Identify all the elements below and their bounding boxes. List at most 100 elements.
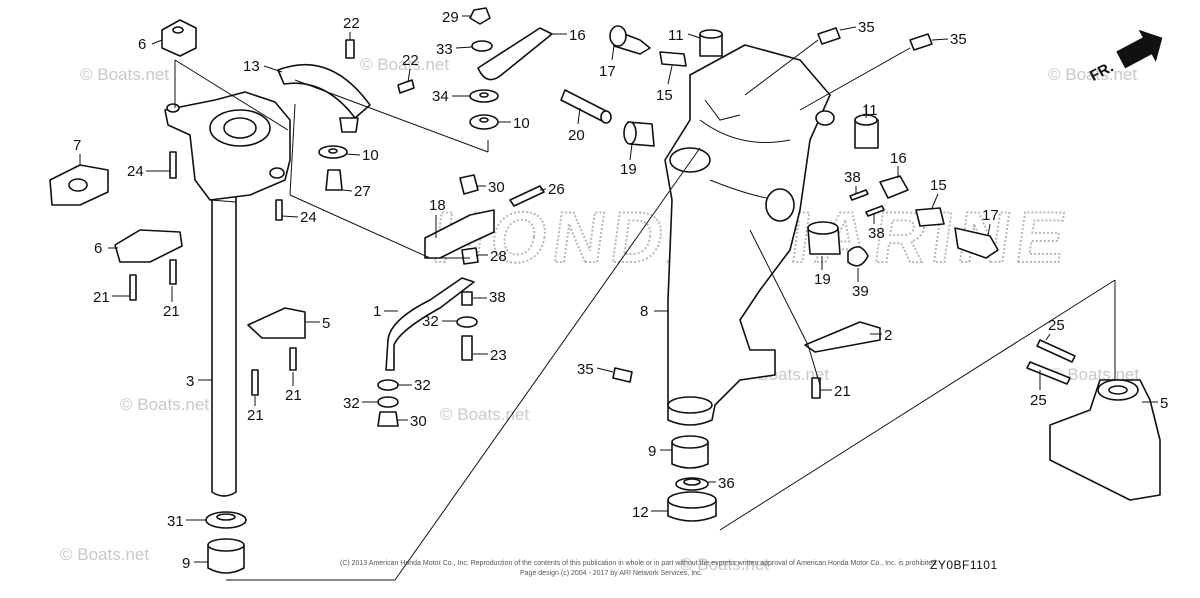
grease-nipple bbox=[909, 33, 933, 51]
linkage-group bbox=[377, 7, 553, 427]
spacer bbox=[461, 291, 473, 306]
callout-number: 19 bbox=[620, 161, 637, 178]
nut bbox=[461, 247, 479, 265]
nut bbox=[377, 411, 399, 427]
callout-number: 38 bbox=[844, 169, 861, 186]
bolt bbox=[129, 274, 137, 301]
callout-number: 39 bbox=[852, 283, 869, 300]
bolt bbox=[169, 151, 177, 179]
retaining-clip bbox=[847, 246, 869, 267]
watermark-text: © Boats.net bbox=[360, 55, 449, 74]
callout-number: 30 bbox=[488, 179, 505, 196]
bushing-seat bbox=[815, 110, 835, 126]
callout-layer: 6 7 24 13 22 22 10 27 24 6 21 21 5 3 21 … bbox=[73, 9, 1168, 572]
callout-number: 22 bbox=[402, 52, 419, 69]
watermark-layer: © Boats.net © Boats.net © Boats.net © Bo… bbox=[60, 55, 1139, 574]
curved-bracket bbox=[277, 63, 371, 119]
callout-number: 27 bbox=[354, 183, 371, 200]
callout-number: 5 bbox=[1160, 395, 1168, 412]
callout-number: 21 bbox=[285, 387, 302, 404]
grease-nipple bbox=[612, 367, 633, 383]
washer bbox=[471, 40, 493, 52]
lock-block bbox=[161, 19, 197, 57]
callout-number: 11 bbox=[668, 27, 684, 44]
steering-bracket bbox=[1049, 379, 1161, 501]
callout-number: 26 bbox=[548, 181, 565, 198]
bolt bbox=[1036, 339, 1076, 363]
callout-number: 32 bbox=[343, 395, 360, 412]
callout-number: 17 bbox=[982, 207, 999, 224]
callout-number: 19 bbox=[814, 271, 831, 288]
callout-number: 15 bbox=[656, 87, 673, 104]
bolt bbox=[289, 347, 297, 371]
callout-number: 35 bbox=[950, 31, 967, 48]
bolt bbox=[275, 199, 283, 221]
watermark-text: © Boats.net bbox=[120, 395, 209, 414]
callout-number: 16 bbox=[890, 150, 907, 167]
callout-number: 15 bbox=[930, 177, 947, 194]
callout-number: 8 bbox=[640, 303, 648, 320]
callout-number: 25 bbox=[1048, 317, 1065, 334]
bolt bbox=[1026, 361, 1071, 385]
washer bbox=[377, 396, 399, 408]
washer bbox=[456, 316, 478, 328]
callout-number: 24 bbox=[127, 163, 144, 180]
shaft-bore bbox=[669, 147, 711, 173]
link-rod bbox=[385, 277, 475, 371]
callout-number: 10 bbox=[362, 147, 379, 164]
callout-number: 28 bbox=[490, 248, 507, 265]
callout-number: 35 bbox=[577, 361, 594, 378]
callout-number: 30 bbox=[410, 413, 427, 430]
callout-number: 13 bbox=[243, 58, 260, 75]
bolt bbox=[509, 185, 545, 207]
callout-number: 25 bbox=[1030, 392, 1047, 409]
callout-number: 18 bbox=[429, 197, 446, 214]
callout-number: 21 bbox=[93, 289, 110, 306]
washer bbox=[377, 379, 399, 391]
callout-number: 20 bbox=[568, 127, 585, 144]
callout-number: 2 bbox=[884, 327, 892, 344]
callout-number: 9 bbox=[182, 555, 190, 572]
nut bbox=[469, 7, 491, 25]
footer: (C) 2013 American Honda Motor Co., Inc. … bbox=[340, 558, 997, 577]
watermark-text: © Boats.net bbox=[1048, 65, 1137, 84]
callout-number: 3 bbox=[186, 373, 194, 390]
copyright-line: Page design (c) 2004 - 2017 by ARI Netwo… bbox=[520, 570, 703, 577]
callout-number: 32 bbox=[422, 313, 439, 330]
bracket-plate bbox=[247, 307, 306, 339]
watermark-text: © Boats.net bbox=[440, 405, 529, 424]
steering-shaft bbox=[211, 194, 237, 497]
watermark-text: © Boats.net bbox=[80, 65, 169, 84]
callout-number: 1 bbox=[373, 303, 381, 320]
callout-number: 7 bbox=[73, 137, 81, 154]
bolt bbox=[345, 39, 355, 59]
callout-number: 38 bbox=[868, 225, 885, 242]
grease-nipple bbox=[325, 169, 343, 191]
callout-number: 29 bbox=[442, 9, 459, 26]
grease-nipple bbox=[817, 27, 841, 45]
collar bbox=[915, 207, 945, 227]
callout-number: 9 bbox=[648, 443, 656, 460]
watermark-text: © Boats.net bbox=[60, 545, 149, 564]
bolt bbox=[251, 369, 259, 396]
callout-number: 21 bbox=[834, 383, 851, 400]
callout-number: 6 bbox=[138, 36, 146, 53]
callout-number: 23 bbox=[490, 347, 507, 364]
callout-number: 31 bbox=[167, 513, 184, 530]
bolt-hole bbox=[269, 167, 285, 179]
pivot-bolt bbox=[954, 227, 999, 259]
link-arm bbox=[477, 27, 553, 81]
callout-number: 32 bbox=[414, 377, 431, 394]
bolt bbox=[461, 335, 473, 361]
cotter-pin bbox=[849, 189, 869, 201]
mounting-bracket bbox=[424, 209, 495, 259]
callout-number: 5 bbox=[322, 315, 330, 332]
bolt bbox=[811, 377, 821, 399]
stopper-plate bbox=[804, 321, 881, 353]
collar bbox=[659, 51, 687, 67]
callout-number: 10 bbox=[513, 115, 530, 132]
callout-number: 24 bbox=[300, 209, 317, 226]
steering-shaft-group bbox=[49, 19, 415, 574]
